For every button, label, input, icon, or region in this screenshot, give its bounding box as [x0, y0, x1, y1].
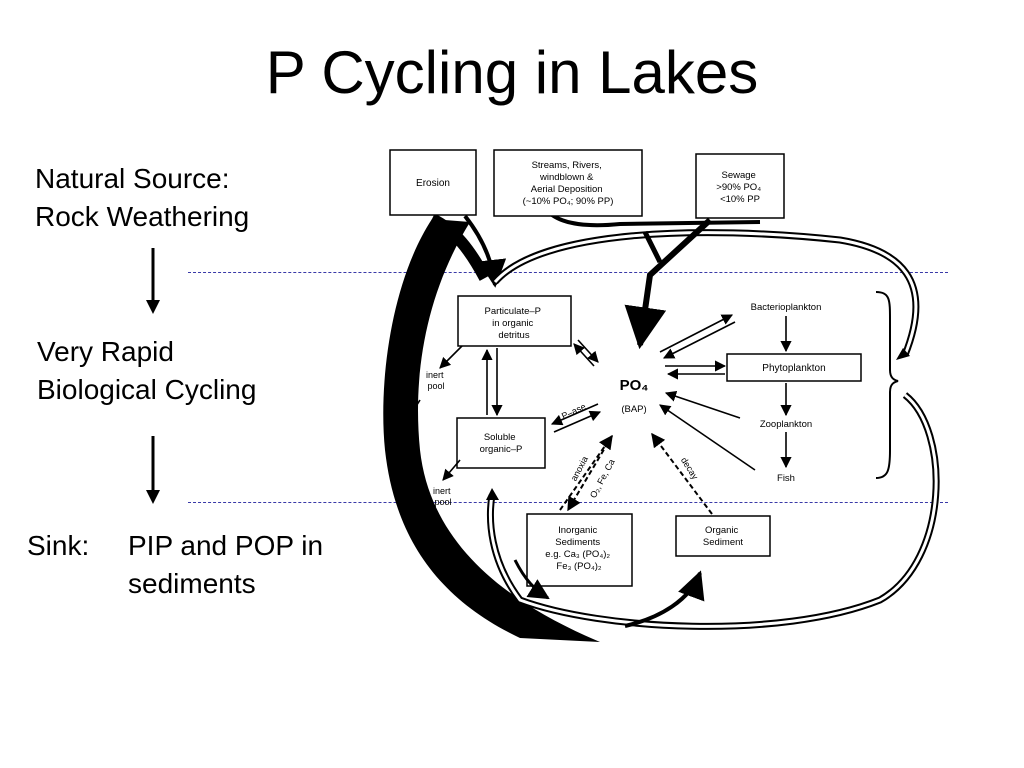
- inert-pool-upper: inert pool: [426, 370, 446, 391]
- erosion-inflow-2: [463, 214, 507, 288]
- sink-line-2: sediments: [128, 568, 256, 599]
- organic-sediment-label: Organic Sediment: [703, 525, 743, 548]
- sink-label: Sink:: [27, 530, 90, 561]
- zooplankton-label: Zooplankton: [760, 419, 812, 430]
- po4-label: PO₄: [620, 377, 649, 394]
- inert-pool-lower: inert pool: [433, 486, 453, 507]
- down-arrow-icon: [146, 248, 160, 314]
- organic-sediment-decay-dashed: [651, 432, 713, 515]
- particulate-label: Particulate–P in organic detritus: [485, 306, 544, 341]
- phytoplankton-label: Phytoplankton: [762, 363, 825, 374]
- inorganic-box: [526, 513, 633, 587]
- inorganic-label: Inorganic Sediments e.g. Ca₃ (PO₄)₂ Fe₃ …: [545, 525, 612, 572]
- cycling-line-2: Biological Cycling: [37, 374, 257, 405]
- source-line-2: Rock Weathering: [35, 201, 250, 232]
- inorganic-po4-dashed-b: [567, 435, 613, 512]
- erosion-label: Erosion: [416, 178, 450, 189]
- fish-to-po4: [659, 404, 756, 471]
- cycling-line-1: Very Rapid: [37, 336, 174, 367]
- to-organic-sediment-arrow: [624, 570, 705, 628]
- plankton-bracket: [875, 291, 899, 479]
- particulate-box: [457, 295, 572, 347]
- erosion-flow-band: [383, 219, 600, 642]
- po4-soluble-arrow-a: [550, 403, 599, 426]
- phytoplankton-box: [726, 353, 862, 382]
- zooplankton-to-po4: [664, 390, 741, 419]
- natural-source-text: Natural Source: Rock Weathering: [35, 160, 249, 236]
- soluble-to-inert-arrow: [442, 459, 461, 481]
- organic-sediment-box: [675, 515, 771, 557]
- down-arrow-icon: [146, 436, 160, 504]
- soluble-box: [456, 417, 546, 469]
- po4-bacterio-arrow-a: [659, 314, 733, 353]
- inert-to-left-arrow: [397, 399, 421, 436]
- po4-soluble-arrow-b: [553, 410, 602, 433]
- streams-box: [493, 149, 643, 217]
- particulate-to-inert-arrow: [439, 345, 463, 369]
- outer-loop-bottom-inner: [489, 393, 938, 628]
- inorganic-po4-dashed-a: [559, 434, 613, 511]
- slide-title: P Cycling in Lakes: [265, 39, 759, 106]
- soluble-label: Soluble organic–P: [480, 432, 523, 455]
- sink-line-1: PIP and POP in: [128, 530, 324, 561]
- particulate-po4-arrow-b: [573, 343, 595, 367]
- bap-label: (BAP): [621, 404, 646, 415]
- outer-loop-top-inner: [493, 231, 918, 356]
- source-line-1: Natural Source:: [35, 163, 230, 194]
- decay-label: decay: [679, 456, 700, 482]
- to-inorganic-arrow: [513, 559, 550, 600]
- sewage-box: [695, 153, 785, 219]
- biological-cycling-text: Very Rapid Biological Cycling: [37, 333, 256, 409]
- sewage-label: Sewage >90% PO₄ <10% PP: [716, 170, 763, 205]
- erosion-box: [389, 149, 477, 216]
- fish-label: Fish: [777, 473, 795, 484]
- bacterioplankton-label: Bacterioplankton: [751, 302, 822, 313]
- streams-label: Streams, Rivers, windblown & Aerial Depo…: [523, 160, 614, 207]
- po4-bacterio-arrow-b: [663, 321, 736, 359]
- sewage-inflow: [624, 217, 713, 350]
- surface-boundary-line: [188, 272, 948, 273]
